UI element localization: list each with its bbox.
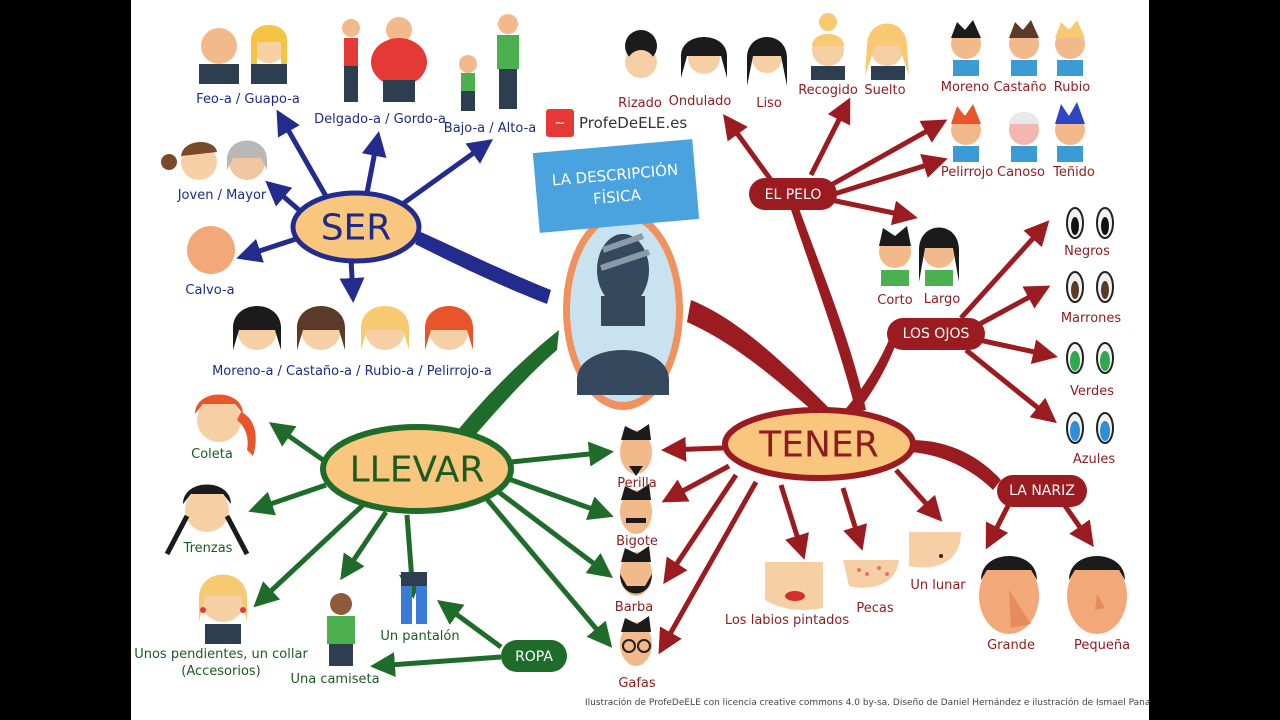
brand-logo: ~ ProfeDeELE.es bbox=[546, 109, 687, 137]
pelo-texture-faces bbox=[625, 13, 909, 86]
calvo-label: Calvo-a bbox=[185, 283, 235, 298]
tenido-label: Teñido bbox=[1053, 165, 1095, 180]
nariz-pill: LA NARIZ bbox=[1009, 483, 1075, 499]
nariz-trunk bbox=[909, 440, 1001, 490]
brand-badge-icon: ~ bbox=[546, 109, 574, 137]
facial-hair-faces bbox=[620, 424, 652, 666]
pendientes-face bbox=[198, 574, 248, 644]
pelo-pill-shape bbox=[749, 178, 837, 210]
nose-faces bbox=[979, 556, 1127, 634]
calvo-face bbox=[187, 226, 235, 274]
negros-label: Negros bbox=[1064, 244, 1110, 259]
pelo-color-faces bbox=[951, 20, 1085, 162]
credit-text: Ilustración de ProfeDeELE con licencia c… bbox=[585, 698, 1149, 708]
feo-guapo-faces bbox=[199, 25, 287, 84]
pecas-label: Pecas bbox=[856, 601, 894, 616]
lunar-label: Un lunar bbox=[910, 578, 966, 593]
ojos-arrows bbox=[959, 220, 1058, 424]
llevar-trunk bbox=[446, 330, 559, 452]
tener-node: TENER bbox=[759, 424, 879, 466]
face-detail-icons bbox=[765, 532, 961, 610]
perilla-label: Perilla bbox=[617, 476, 657, 491]
labios-label: Los labios pintados bbox=[724, 613, 850, 628]
pelirrojo-label: Pelirrojo bbox=[940, 165, 994, 180]
trenzas-label: Trenzas bbox=[183, 541, 233, 556]
llevar-arrows bbox=[248, 422, 614, 678]
largo-label: Largo bbox=[923, 292, 961, 307]
page-title-line2: FÍSICA bbox=[592, 185, 642, 209]
barba-label: Barba bbox=[614, 600, 654, 615]
pantalon-figure bbox=[401, 572, 427, 624]
ondulado-label: Ondulado bbox=[668, 94, 732, 109]
ropa-pill: ROPA bbox=[515, 649, 553, 665]
tener-trunk bbox=[687, 300, 831, 418]
gafas-label: Gafas bbox=[618, 676, 656, 691]
accesorios-label: (Accesorios) bbox=[181, 664, 261, 679]
llevar-node-shape bbox=[320, 424, 514, 514]
delgado-gordo-figures bbox=[342, 17, 427, 102]
ojos-pill: LOS OJOS bbox=[902, 326, 970, 342]
pelo-arrows bbox=[723, 97, 948, 226]
camiseta-figure bbox=[327, 593, 355, 666]
suelto-label: Suelto bbox=[864, 83, 906, 98]
pendientes-label: Unos pendientes, un collar bbox=[134, 647, 308, 662]
castano-label: Castaño bbox=[993, 80, 1047, 95]
page-title-box: LA DESCRIPCIÓN FÍSICA bbox=[532, 139, 700, 233]
recogido-label: Recogido bbox=[798, 83, 858, 98]
tener-arrows bbox=[658, 436, 1094, 655]
mind-map-graphic bbox=[161, 13, 1127, 678]
coleta-face bbox=[195, 394, 256, 456]
pelo-length-faces bbox=[879, 226, 959, 286]
llevar-node: LLEVAR bbox=[349, 449, 485, 491]
joven-mayor-faces bbox=[161, 140, 267, 180]
trenzas-face bbox=[164, 484, 250, 556]
joven-mayor-label: Joven / Mayor bbox=[177, 188, 267, 203]
moreno-label: Moreno bbox=[940, 80, 990, 95]
feo-guapo-label: Feo-a / Guapo-a bbox=[196, 92, 300, 107]
delgado-gordo-label: Delgado-a / Gordo-a bbox=[314, 112, 446, 127]
azules-label: Azules bbox=[1072, 452, 1116, 467]
pantalon-label: Un pantalón bbox=[380, 629, 460, 644]
eye-icons bbox=[1066, 207, 1114, 444]
pelo-trunk bbox=[789, 200, 866, 412]
canoso-label: Canoso bbox=[997, 165, 1045, 180]
ser-trunk bbox=[415, 232, 551, 304]
brand-name: ProfeDeELE.es bbox=[579, 114, 688, 132]
ojos-trunk bbox=[843, 330, 901, 420]
nariz-pequena-label: Pequeña bbox=[1073, 638, 1131, 653]
mind-map-board: ~ ProfeDeELE.es LA DESCRIPCIÓN FÍSICA SE… bbox=[131, 0, 1149, 720]
hair-color-label: Moreno-a / Castaño-a / Rubio-a / Pelirro… bbox=[212, 364, 492, 379]
marrones-label: Marrones bbox=[1060, 311, 1122, 326]
camiseta-label: Una camiseta bbox=[290, 672, 380, 687]
coleta-label: Coleta bbox=[191, 447, 233, 462]
nariz-pill-shape bbox=[997, 475, 1087, 507]
ojos-pill-shape bbox=[887, 318, 985, 350]
nariz-grande-label: Grande bbox=[987, 638, 1035, 653]
ser-node-shape bbox=[290, 190, 422, 264]
rizado-label: Rizado bbox=[618, 96, 662, 111]
portrait-frame bbox=[563, 210, 683, 410]
tener-node-shape bbox=[722, 407, 916, 481]
bajo-alto-figures bbox=[459, 14, 519, 111]
bajo-alto-label: Bajo-a / Alto-a bbox=[443, 121, 537, 136]
verdes-label: Verdes bbox=[1069, 384, 1115, 399]
corto-label: Corto bbox=[877, 293, 913, 308]
liso-label: Liso bbox=[756, 96, 782, 111]
ropa-pill-shape bbox=[501, 640, 567, 672]
bigote-label: Bigote bbox=[616, 534, 658, 549]
ser-arrows bbox=[236, 109, 494, 303]
ser-node: SER bbox=[320, 207, 392, 249]
hair-color-faces bbox=[232, 306, 474, 350]
rubio-label: Rubio bbox=[1053, 80, 1091, 95]
pelo-pill: EL PELO bbox=[764, 187, 822, 203]
